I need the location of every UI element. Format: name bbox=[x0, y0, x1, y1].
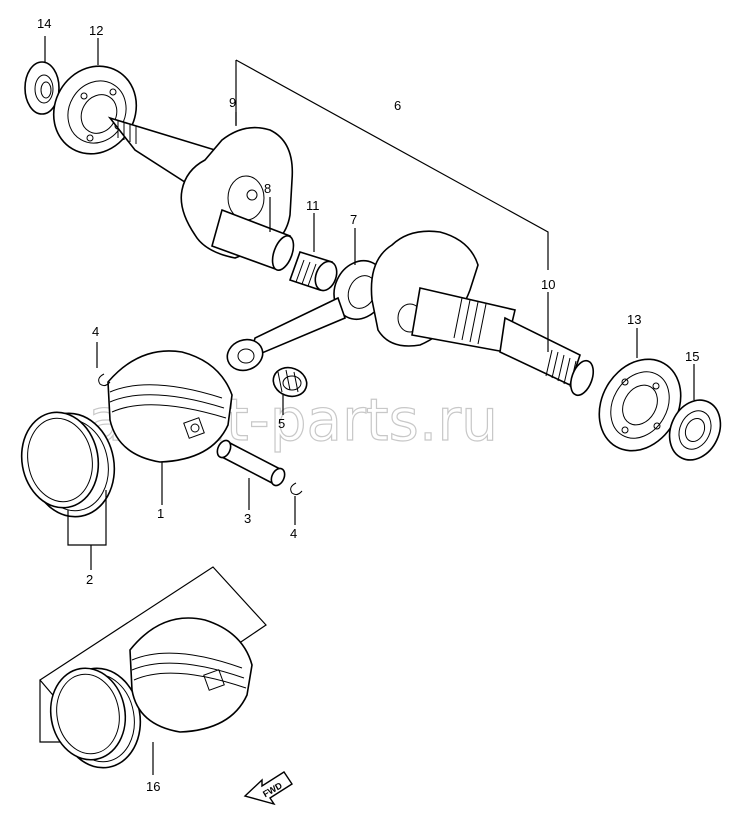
label-10: 10 bbox=[541, 277, 555, 292]
label-11: 11 bbox=[306, 198, 320, 213]
label-8: 8 bbox=[264, 181, 271, 196]
oil-seal-right bbox=[668, 399, 722, 461]
label-4-upper: 4 bbox=[92, 324, 99, 339]
label-16: 16 bbox=[146, 779, 160, 794]
part-labels: 14 12 9 6 8 11 7 10 13 15 4 5 1 3 4 2 16 bbox=[37, 16, 699, 794]
needle-bearing-big-end bbox=[272, 366, 308, 398]
crankshaft-right-half bbox=[370, 230, 595, 397]
bearing-left bbox=[52, 65, 138, 155]
label-1: 1 bbox=[157, 506, 164, 521]
label-15: 15 bbox=[685, 349, 699, 364]
label-6: 6 bbox=[394, 98, 401, 113]
label-13: 13 bbox=[627, 312, 641, 327]
label-12: 12 bbox=[89, 23, 103, 38]
piston bbox=[107, 350, 233, 463]
label-14: 14 bbox=[37, 16, 51, 31]
oil-seal-left bbox=[24, 61, 60, 115]
label-7: 7 bbox=[350, 212, 357, 227]
leader-lines bbox=[44, 36, 695, 775]
label-3: 3 bbox=[244, 511, 251, 526]
needle-bearing-small-end bbox=[288, 251, 338, 292]
label-4-lower: 4 bbox=[290, 526, 297, 541]
label-9: 9 bbox=[229, 95, 236, 110]
circlip-lower bbox=[290, 482, 303, 496]
label-5: 5 bbox=[278, 416, 285, 431]
crankshaft-left-half bbox=[107, 116, 295, 272]
piston-kit-set bbox=[39, 566, 267, 769]
piston-rings bbox=[20, 411, 116, 518]
label-2: 2 bbox=[86, 572, 93, 587]
piston-pin bbox=[216, 439, 286, 487]
arrow-fwd-icon: FWD bbox=[243, 771, 293, 806]
bearing-right bbox=[598, 358, 682, 452]
circlip-upper bbox=[98, 373, 111, 387]
